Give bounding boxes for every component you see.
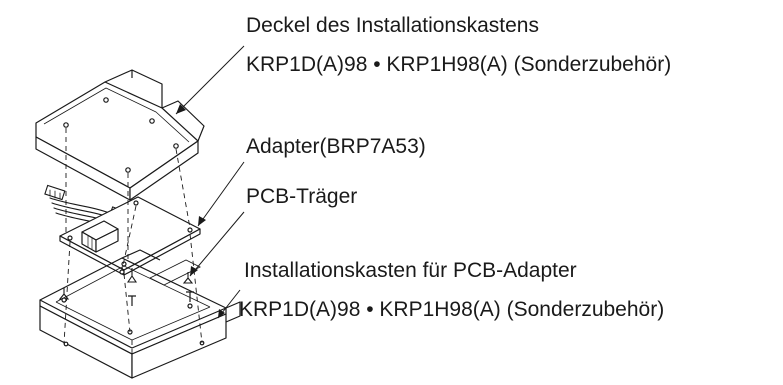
leader-arrowheads	[176, 104, 225, 318]
assembly-alignment-lines	[63, 128, 203, 376]
cover-part-number-label: KRP1D(A)98 • KRP1H98(A) (Sonderzubehör)	[246, 53, 672, 76]
installation-box	[39, 249, 241, 379]
leader-adapter	[197, 161, 245, 227]
leader-cover	[175, 45, 245, 115]
arrowhead-cover	[176, 104, 186, 114]
leader-lines	[175, 45, 245, 319]
installation-box-cover	[35, 69, 205, 201]
installation-box-part-number-label: KRP1D(A)98 • KRP1H98(A) (Sonderzubehör)	[239, 298, 665, 321]
leader-pcb-carrier	[189, 211, 245, 277]
installation-box-title-label: Installationskasten für PCB-Adapter	[244, 259, 577, 282]
adapter-label: Adapter(BRP7A53)	[246, 135, 426, 158]
cover-title-label: Deckel des Installationskastens	[246, 14, 539, 37]
arrowhead-pcb-carrier	[190, 266, 198, 276]
arrowhead-adapter	[198, 216, 206, 226]
arrowhead-installation-box	[218, 309, 225, 318]
pcb-carrier-label: PCB-Träger	[246, 185, 358, 208]
